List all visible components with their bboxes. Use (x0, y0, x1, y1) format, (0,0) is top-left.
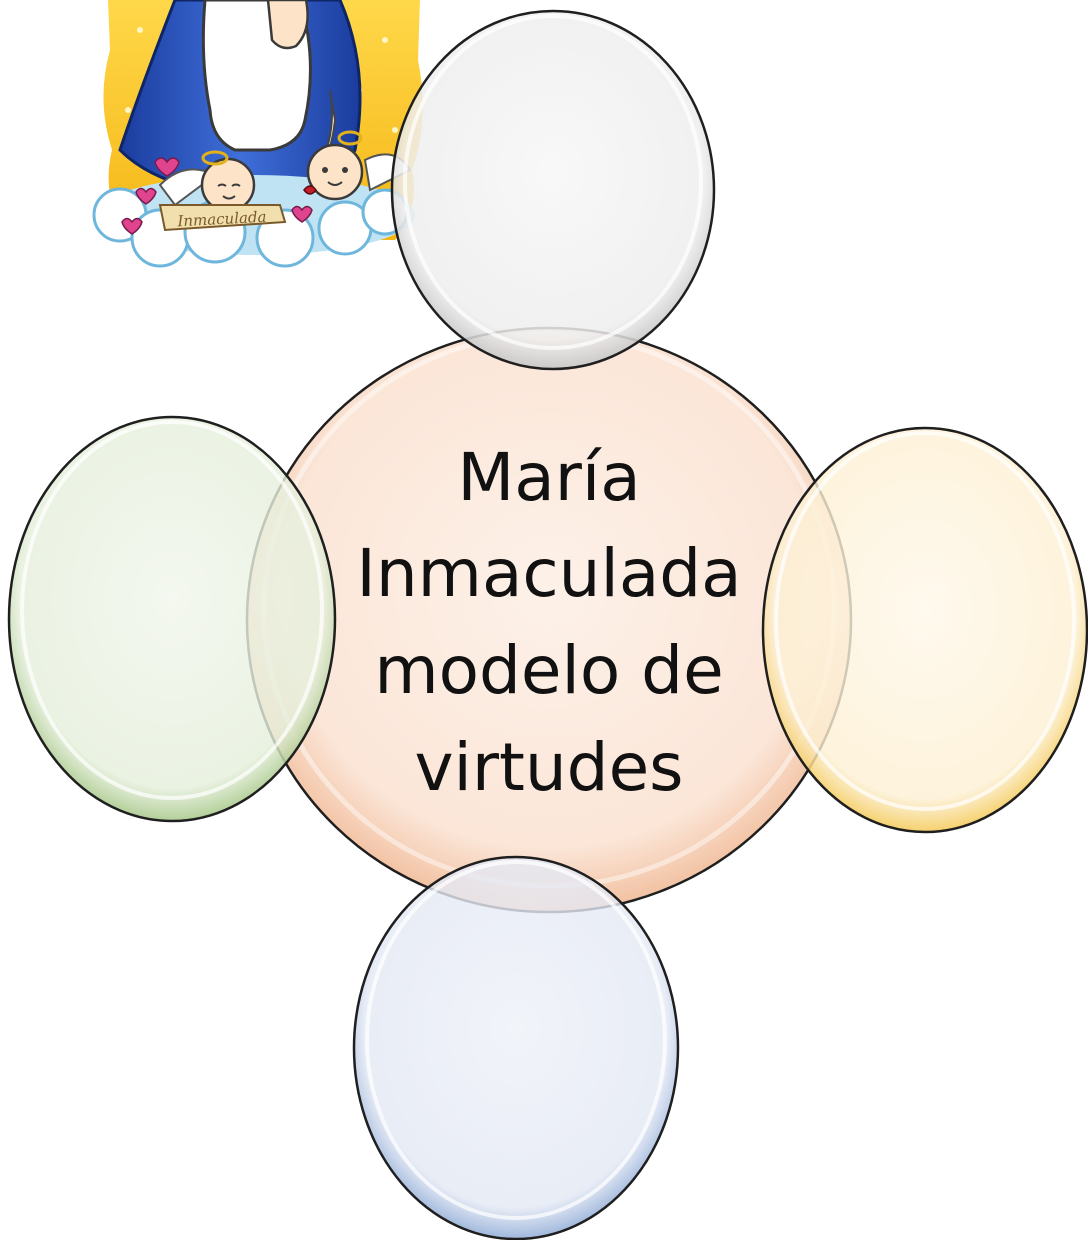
center-title: María Inmaculada modelo de virtudes (356, 439, 741, 806)
center-title-line-4: virtudes (414, 729, 683, 806)
praying-hands (266, 0, 309, 50)
right-bubble-highlight (774, 431, 1076, 811)
hearts (121, 157, 313, 235)
inmaculada-scroll: Inmaculada (158, 204, 287, 232)
center-title-line-1: María (457, 439, 640, 516)
left-bubble (7, 415, 337, 823)
center-bubble (245, 326, 853, 914)
top-bubble (390, 9, 716, 371)
left-bubble-highlight (20, 420, 324, 800)
scroll-text: Inmaculada (176, 208, 267, 231)
virgin-mary-illustration: Inmaculada (92, 0, 423, 268)
top-bubble-highlight (403, 14, 703, 350)
center-title-line-2: Inmaculada (356, 535, 741, 612)
bottom-bubble (352, 855, 680, 1240)
left-cherub (158, 150, 256, 213)
rose-icon (303, 185, 317, 195)
right-bubble (761, 426, 1088, 834)
bottom-bubble-highlight (365, 860, 667, 1220)
center-title-line-3: modelo de (374, 632, 723, 709)
